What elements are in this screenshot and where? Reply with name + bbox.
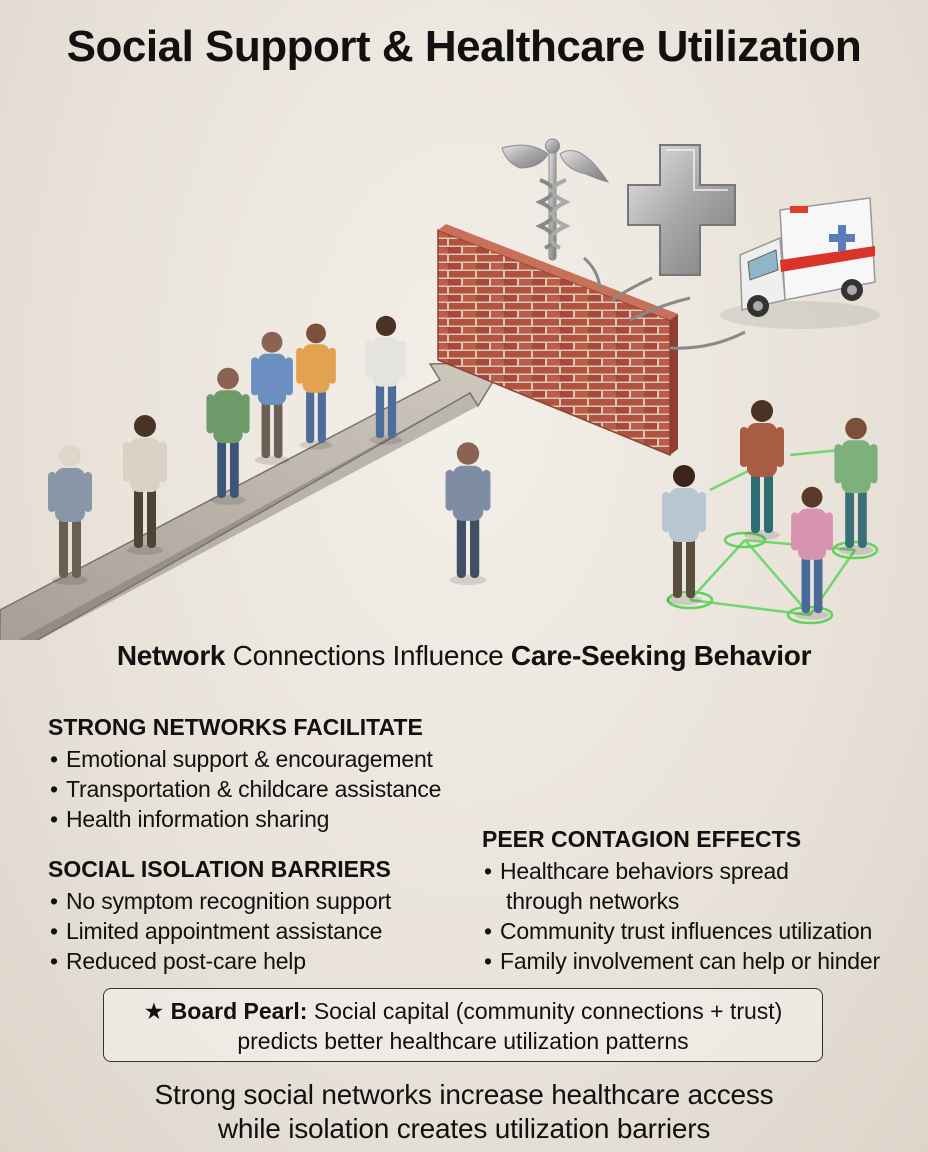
caption-bold-behavior: Care-Seeking Behavior	[510, 640, 812, 671]
board-pearl-line-1: Social capital (community connections + …	[307, 998, 783, 1024]
person-figure	[251, 331, 293, 465]
board-pearl-label: Board Pearl:	[170, 998, 308, 1024]
isolation-heading: SOCIAL ISOLATION BARRIERS	[48, 856, 391, 882]
peer-item-1-line-1: Healthcare behaviors spread	[500, 858, 789, 884]
person-figure	[296, 323, 336, 450]
list-item: Emotional support & encouragement	[48, 744, 441, 774]
footer-summary: Strong social networks increase healthca…	[0, 1078, 928, 1146]
list-item: Reduced post-care help	[48, 946, 391, 976]
list-item: Limited appointment assistance	[48, 916, 391, 946]
isolation-section: SOCIAL ISOLATION BARRIERS No symptom rec…	[48, 854, 391, 976]
person-figure	[206, 367, 250, 505]
star-icon: ★	[143, 998, 165, 1024]
scene-caption: Network Connections Influence Care-Seeki…	[0, 640, 928, 672]
caption-bold-network: Network	[116, 640, 226, 671]
illustration-scene	[0, 138, 880, 640]
footer-line-1: Strong social networks increase healthca…	[154, 1079, 774, 1110]
peer-item-1-line-2: through networks	[506, 888, 680, 914]
person-figure	[791, 486, 833, 620]
medical-cross-icon	[627, 144, 736, 276]
person-figure	[365, 315, 407, 445]
caduceus-icon	[501, 138, 610, 261]
footer-line-2: while isolation creates utilization barr…	[217, 1113, 711, 1144]
person-figure	[834, 417, 878, 555]
person-figure	[48, 445, 92, 585]
person-figure	[445, 442, 491, 586]
ambulance-icon	[720, 197, 880, 329]
strong-networks-section: STRONG NETWORKS FACILITATE Emotional sup…	[48, 712, 441, 834]
board-pearl-line-2: predicts better healthcare utilization p…	[237, 1028, 689, 1054]
list-item: Healthcare behaviors spread through netw…	[482, 856, 880, 916]
curved-arrow-icon	[583, 256, 746, 350]
person-figure	[662, 465, 706, 605]
caption-middle: Connections Influence	[225, 640, 511, 671]
list-item: Family involvement can help or hinder	[482, 946, 880, 976]
person-figure	[740, 400, 784, 540]
board-pearl-box: ★ Board Pearl: Social capital (community…	[103, 988, 823, 1062]
list-item: Health information sharing	[48, 804, 441, 834]
peer-contagion-heading: PEER CONTAGION EFFECTS	[482, 826, 802, 852]
page-title: Social Support & Healthcare Utilization	[66, 22, 862, 71]
list-item: Community trust influences utilization	[482, 916, 880, 946]
brick-wall-icon	[437, 224, 678, 457]
list-item: Transportation & childcare assistance	[48, 774, 441, 804]
people-figures	[48, 315, 878, 620]
peer-contagion-section: PEER CONTAGION EFFECTS Healthcare behavi…	[482, 824, 880, 976]
person-figure	[123, 415, 167, 555]
list-item: No symptom recognition support	[48, 886, 391, 916]
strong-networks-heading: STRONG NETWORKS FACILITATE	[48, 714, 423, 740]
